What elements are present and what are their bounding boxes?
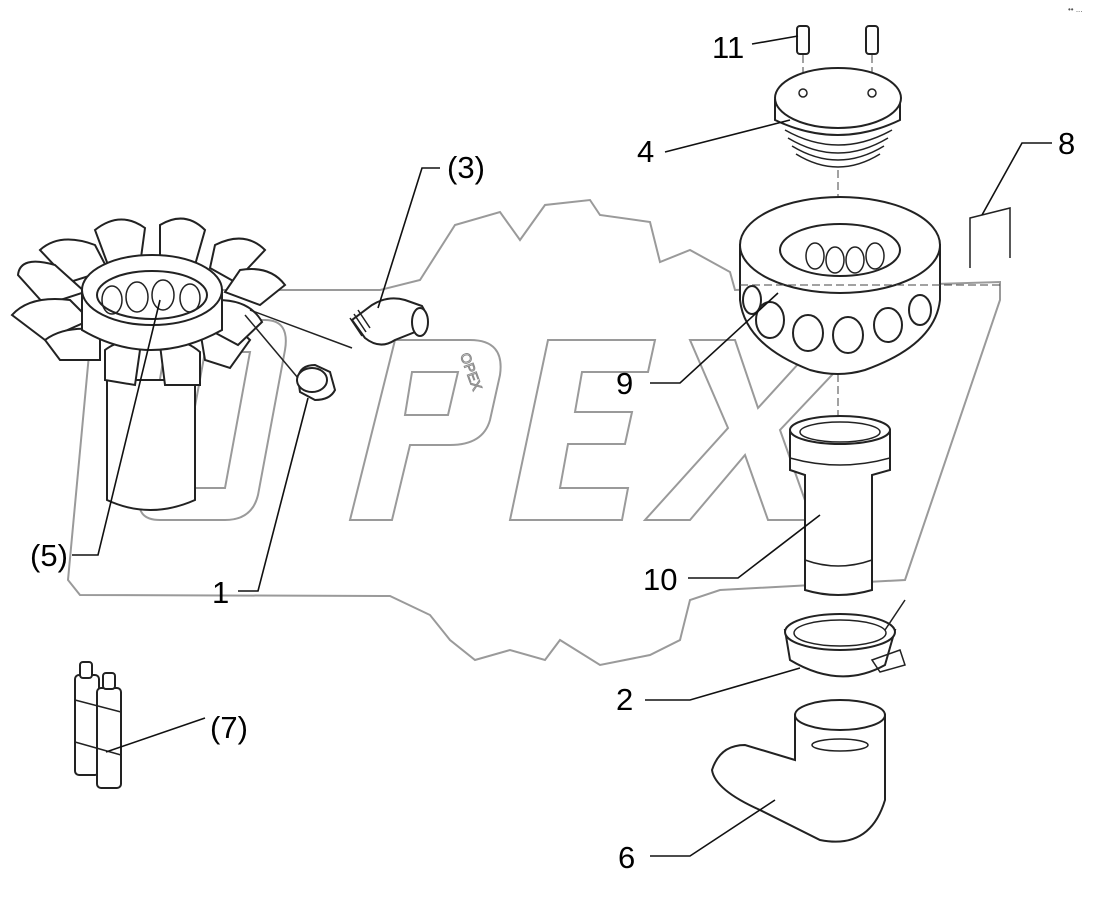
watermark-text: OPEX [457, 351, 486, 394]
part-7-cables [74, 661, 122, 789]
part-1-plug [244, 314, 337, 402]
callout-11: 11 [712, 30, 744, 65]
callout-6: 6 [618, 840, 635, 875]
callout-9: 9 [616, 366, 633, 401]
part-6-elbow [710, 699, 886, 843]
callout-1: 1 [212, 575, 229, 610]
connector-line [249, 309, 353, 349]
callout-10: 10 [643, 562, 677, 597]
leader-lines [72, 35, 1052, 857]
callout-4: 4 [637, 134, 654, 169]
watermark-letter-e [508, 339, 657, 521]
part-5-manifold [10, 217, 287, 511]
part-4-cap [774, 67, 902, 420]
part-9-ring [739, 196, 1000, 375]
part-8-clip [969, 207, 1011, 268]
callout-labels: 11 4 8 (3) 9 (5) 1 10 2 (7) 6 [30, 30, 1075, 875]
callout-5: (5) [30, 538, 68, 573]
part-2-clamp [783, 599, 906, 678]
callout-7: (7) [210, 710, 248, 745]
corner-mark: •• ... [1068, 5, 1083, 14]
callout-8: 8 [1058, 126, 1075, 161]
callout-2: 2 [616, 682, 633, 717]
part-10-tube [789, 415, 891, 596]
part-3-elbow-fitting [349, 297, 429, 346]
callout-3: (3) [447, 150, 485, 185]
watermark-letter-p [348, 339, 502, 521]
